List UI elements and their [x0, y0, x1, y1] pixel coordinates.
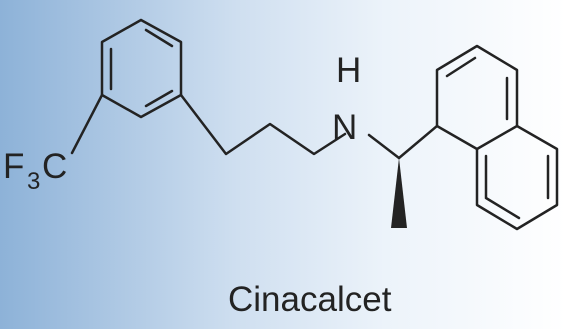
naphthalene-left-ring — [435, 44, 519, 151]
naphthalene-right-ring — [475, 124, 559, 231]
fluorine-label: F — [3, 147, 24, 186]
trifluoromethyl-group: F 3 C — [3, 93, 104, 195]
amine-to-stereocenter-bond — [367, 133, 401, 160]
propyl-chain — [179, 93, 347, 156]
stereocenter — [391, 124, 439, 228]
stereocenter-to-naphthyl-bond — [397, 124, 439, 160]
naphthalene-right-inner-bond-bottom — [484, 196, 521, 220]
amine-group: H N — [332, 51, 401, 160]
phenyl-outer-ring — [100, 18, 183, 119]
amine-hydrogen-label: H — [336, 51, 361, 90]
fluorine-count-label: 3 — [27, 168, 40, 195]
amine-nitrogen-label: N — [332, 108, 357, 147]
methyl-wedge-bond — [391, 158, 407, 228]
molecule-name: Cinacalcet — [228, 280, 392, 319]
cf3-bond — [70, 93, 104, 155]
phenyl-inner-bond-lower-right — [144, 89, 174, 108]
phenyl-ring — [100, 18, 183, 119]
carbon-label: C — [42, 147, 67, 186]
phenyl-inner-bond-top-right — [144, 28, 174, 48]
naphthalene-left-inner-bond-top — [445, 56, 477, 78]
naphthalene-system — [435, 44, 559, 231]
